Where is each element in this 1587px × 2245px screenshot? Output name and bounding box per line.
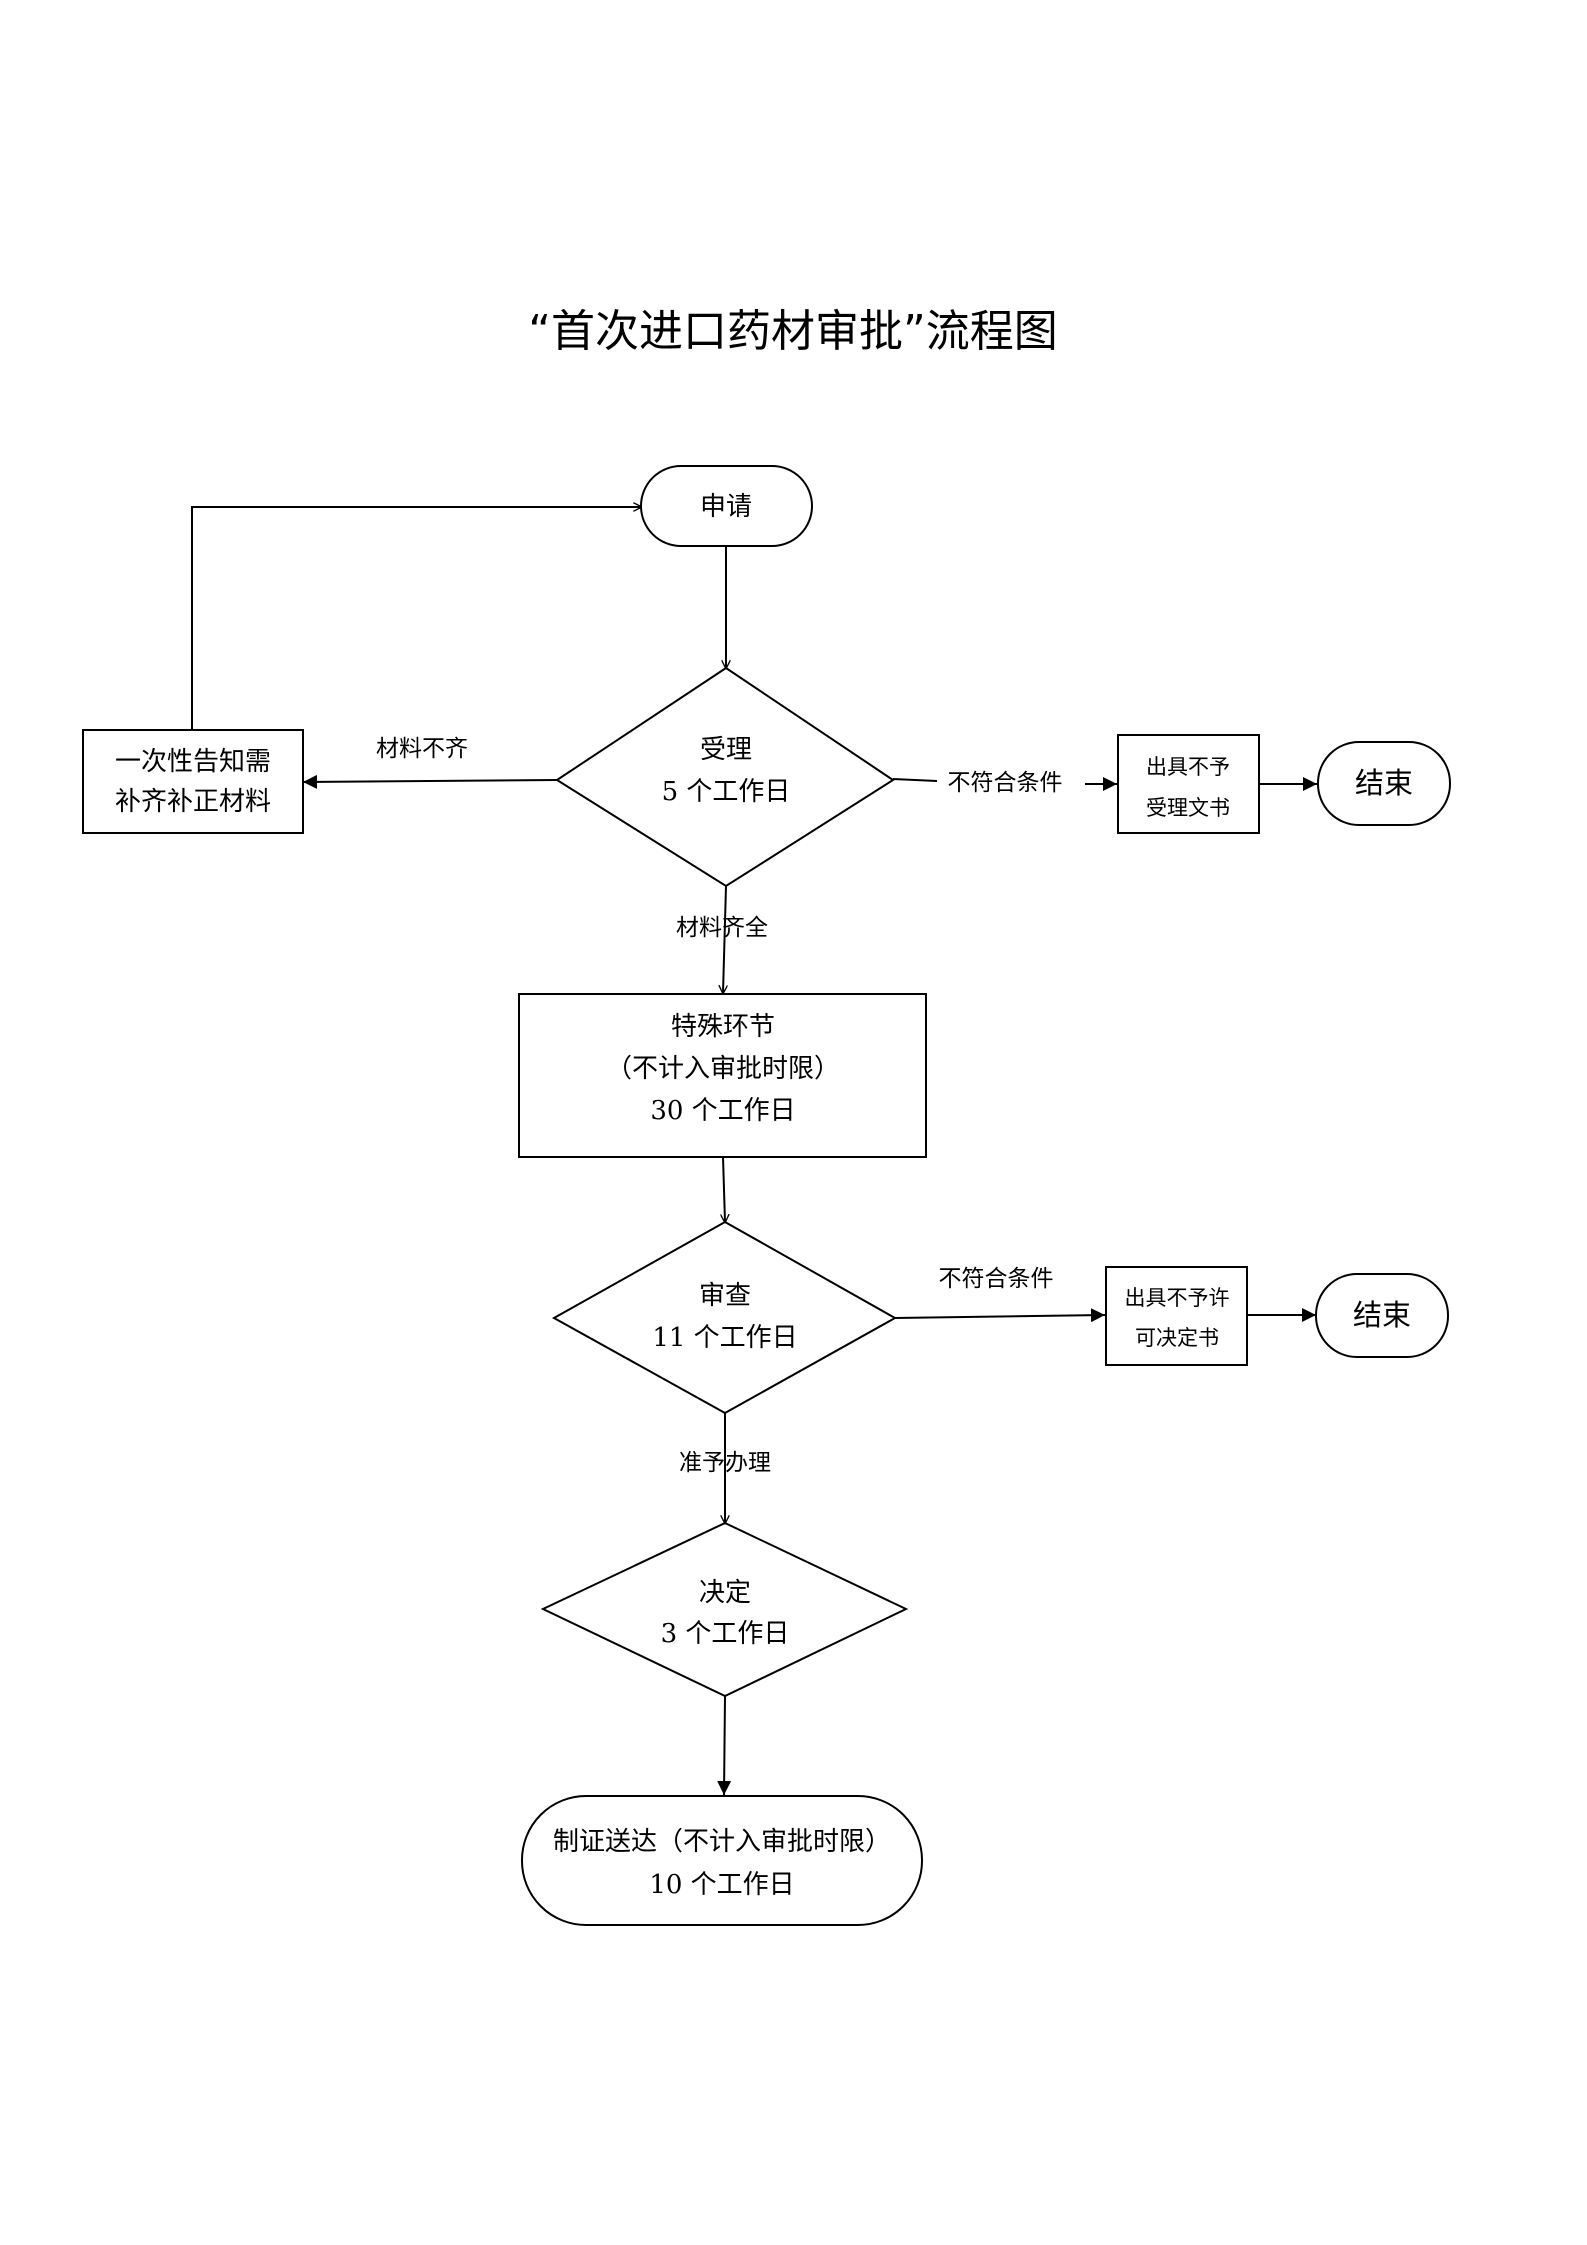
accept-label: 受理 — [700, 735, 752, 765]
reject2-node — [1105, 1266, 1248, 1366]
edge-special-review — [723, 1156, 725, 1222]
page-title: “首次进口药材审批”流程图 — [528, 306, 1058, 357]
review-label: 审查 — [699, 1281, 751, 1311]
decide-days: 3 个工作日 — [661, 1619, 790, 1649]
edge-label-approved: 准予办理 — [679, 1450, 771, 1476]
edge-accept-notify — [302, 774, 558, 789]
special-line3: 30 个工作日 — [650, 1096, 795, 1126]
notify-line1: 一次性告知需 — [115, 747, 271, 777]
notify-node — [82, 729, 304, 834]
decide-node — [540, 1521, 909, 1698]
edge-review-reject2 — [894, 1308, 1106, 1323]
end1-node — [1317, 741, 1451, 826]
edge-label-complete: 材料齐全 — [676, 915, 768, 941]
edge-label-not-qualified-1: 不符合条件 — [948, 770, 1063, 796]
edge-accept-special — [723, 885, 726, 993]
special-line1: 特殊环节 — [671, 1012, 775, 1042]
edge-accept-reject1-a — [892, 778, 938, 782]
edge-label-not-qualified-2: 不符合条件 — [939, 1266, 1054, 1292]
decide-label: 决定 — [699, 1578, 751, 1608]
reject2-line1: 出具不予许 — [1125, 1286, 1230, 1310]
apply-label: 申请 — [700, 492, 752, 522]
accept-days: 5 个工作日 — [662, 777, 791, 807]
reject2-line2: 可决定书 — [1135, 1326, 1219, 1350]
end1-label: 结束 — [1355, 766, 1413, 800]
review-node — [551, 1220, 898, 1415]
edge-label-incomplete: 材料不齐 — [376, 736, 468, 762]
reject1-line2: 受理文书 — [1146, 796, 1230, 820]
end2-label: 结束 — [1353, 1298, 1411, 1332]
edge-decide-deliver — [717, 1695, 732, 1796]
special-line2: （不计入审批时限） — [606, 1054, 840, 1084]
reject1-line1: 出具不予 — [1146, 755, 1230, 779]
end2-node — [1315, 1273, 1449, 1358]
edge-notify-apply — [191, 507, 641, 730]
special-node — [518, 993, 927, 1158]
notify-line2: 补齐补正材料 — [115, 787, 271, 817]
deliver-node — [521, 1795, 923, 1926]
deliver-line1: 制证送达（不计入审批时限） — [553, 1827, 891, 1857]
review-days: 11 个工作日 — [652, 1323, 797, 1353]
deliver-line2: 10 个工作日 — [649, 1870, 794, 1900]
